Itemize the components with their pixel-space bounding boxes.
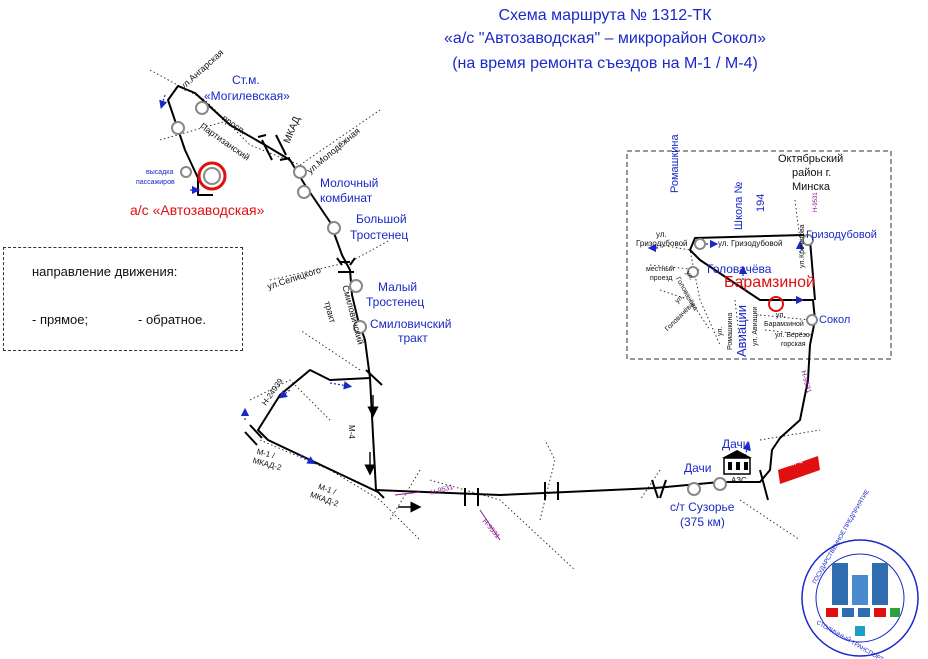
stop-sokol: Сокол [819, 314, 851, 326]
street-azs: АЗС [731, 476, 747, 485]
district-box [626, 150, 892, 360]
street-aviatsii: ул. Авиации [752, 306, 759, 346]
stop-smil-2: тракт [398, 331, 428, 345]
purple-road-marks [394, 491, 501, 541]
legend-forward: - прямое; [32, 312, 89, 327]
stop-dachi-1: Дачи [722, 437, 750, 451]
street-krech-2: Кречетова [799, 224, 806, 259]
stop-grizodubovoy: Гризодубовой [806, 229, 877, 241]
stop-mogilevskaya-1: Ст.м. [232, 73, 260, 87]
street-grizod-b: ул. Гризодубовой [718, 239, 783, 248]
shop-icon [722, 450, 752, 475]
stop-suzorye-1: с/т Сузорье [670, 500, 735, 514]
street-romash-2: Ромашкина [727, 312, 734, 350]
overpass-signs [244, 134, 769, 506]
vysadka-1: высадка [146, 169, 174, 176]
stop-aviatsii: Авиации [734, 304, 749, 357]
street-mestny-2: проезд [650, 275, 673, 282]
m1-road-sign [778, 456, 820, 484]
map-title-line1: Схема маршрута № 1312-ТК [498, 7, 712, 24]
legend: направление движения: - прямое; - обратн… [3, 247, 243, 351]
stop-moloch-2: комбинат [320, 191, 373, 205]
stop-smil-1: Смиловичский [370, 317, 452, 331]
stop-moloch-1: Молочный [320, 176, 379, 190]
street-romash-1: ул. [717, 326, 724, 336]
map-title-line3: (на время ремонта съездов на М-1 / М-4) [452, 55, 758, 72]
street-grizod-a-1: ул. [656, 230, 667, 239]
stop-mogilevskaya-2: «Могилевская» [204, 89, 290, 103]
district-name-3: Минска [792, 181, 831, 193]
stop-maly-1: Малый [378, 280, 418, 294]
legend-reverse: - обратное. [138, 312, 206, 327]
stop-bolsh-1: Большой [356, 212, 407, 226]
street-bereza-1: ул. Берёзо- [775, 332, 812, 339]
street-bar-2: Барамзиной [764, 321, 804, 328]
street-grizod-a-2: Гризодубовой [636, 239, 688, 248]
map-title-line2: «а/с "Автозаводская" – микрорайон Сокол» [444, 30, 766, 47]
terminal-marker [197, 161, 227, 191]
stop-markers [171, 101, 818, 496]
enterprise-logo [801, 539, 919, 657]
stop-dachi-2: Дачи [684, 461, 712, 475]
stop-suzorye-2: (375 км) [680, 515, 725, 529]
vysadka-2: пассажиров [136, 179, 175, 186]
district-name-2: район г. [792, 167, 832, 179]
street-mestny-1: местный [646, 266, 675, 273]
terminal-label: а/с «Автозаводская» [130, 202, 265, 218]
stop-maly-2: Тростенец [366, 295, 425, 309]
stop-baramzinoy: Барамзиной [724, 274, 815, 291]
district-streets [649, 199, 811, 346]
stop-romashkina: Ромашкина [669, 134, 681, 193]
stop-golovachyova: Головачёва [707, 262, 772, 276]
baramzinoy-marker [768, 296, 784, 312]
street-krechetova: ул. [799, 258, 806, 268]
stop-shkola-1: Школа № [733, 181, 745, 230]
stop-bolsh-2: Тростенец [350, 228, 409, 242]
district-name-1: Октябрьский [778, 153, 844, 165]
street-m4: М-4 [347, 425, 356, 439]
stop-shkola-2: 194 [755, 193, 767, 212]
legend-heading: направление движения: [32, 264, 178, 279]
street-bereza-2: горская [781, 341, 806, 348]
street-bar-1: ул. [776, 312, 786, 319]
street-n9531-d: Н-9531 [813, 192, 819, 212]
